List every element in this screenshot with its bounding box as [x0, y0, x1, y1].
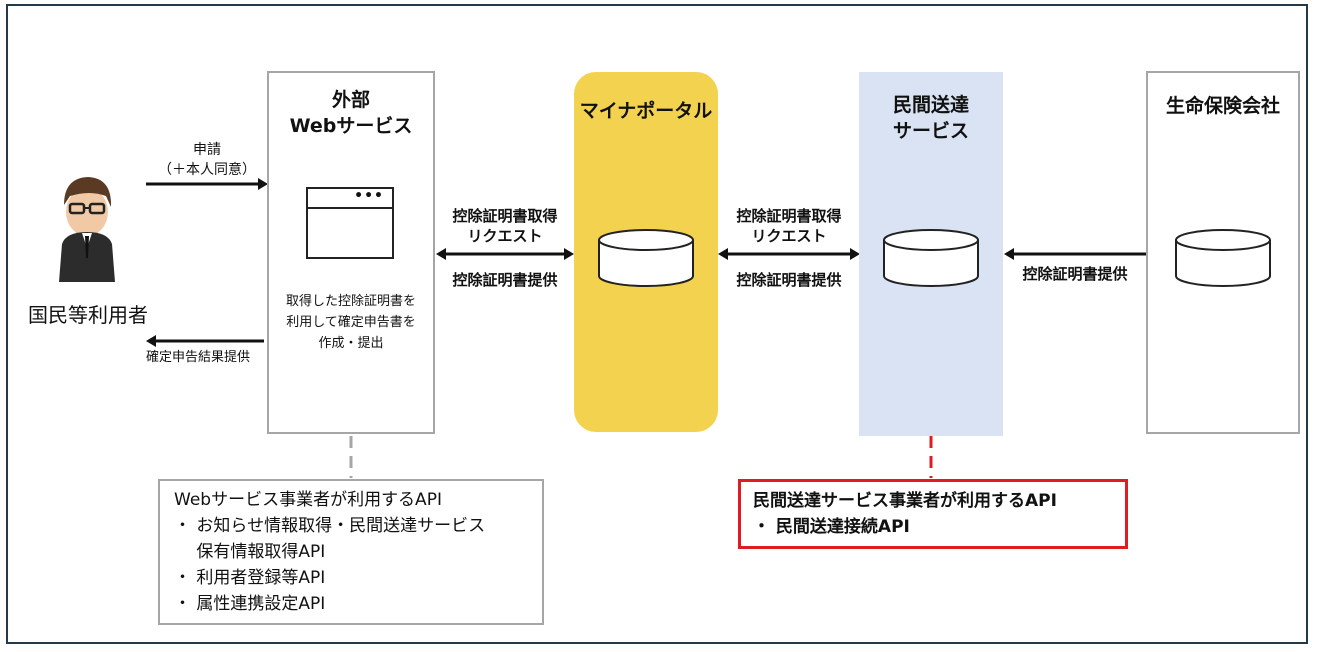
- mid-request-line1: 控除証明書取得: [736, 207, 842, 225]
- private-delivery-title-line2: サービス: [892, 120, 969, 142]
- web-api-note-item: 保有情報取得API: [174, 542, 326, 562]
- web-api-note-item: ・ 属性連携設定API: [174, 594, 326, 614]
- external-service-desc-line1: 取得した控除証明書を: [285, 294, 416, 309]
- private-database-icon: [883, 229, 979, 287]
- left-request-line2: リクエスト: [467, 227, 543, 245]
- external-service-desc-line2: 利用して確定申告書を: [286, 315, 416, 330]
- user-label: 国民等利用者: [28, 303, 148, 327]
- external-service-description: 取得した控除証明書を 利用して確定申告書を 作成・提出: [269, 291, 433, 354]
- mid-provide-label: 控除証明書提供: [736, 271, 842, 289]
- private-delivery-title-line1: 民間送達: [892, 94, 969, 116]
- private-delivery-api-note: 民間送達サービス事業者が利用するAPI ・ 民間送達接続API: [738, 479, 1128, 549]
- web-service-api-note: Webサービス事業者が利用するAPI ・ お知らせ情報取得・民間送達サービス 保…: [158, 479, 544, 625]
- external-web-service-box: 外部 Webサービス ••• 取得した控除証明書を 利用して確定申告書を 作成・…: [267, 71, 435, 434]
- right-arrow: [1004, 248, 1146, 260]
- left-request-line1: 控除証明書取得: [452, 207, 558, 225]
- myna-portal-box: マイナポータル: [574, 72, 718, 432]
- private-delivery-title: 民間送達 サービス: [859, 92, 1003, 144]
- insurer-database-icon: [1175, 229, 1271, 287]
- middle-double-arrow: [718, 248, 860, 260]
- myna-portal-title: マイナポータル: [579, 100, 713, 122]
- left-request-label: 控除証明書取得 リクエスト: [430, 206, 580, 246]
- mid-request-line2: リクエスト: [751, 227, 827, 245]
- left-double-arrow: [436, 248, 574, 260]
- browser-window-icon: •••: [306, 187, 394, 259]
- result-label: 確定申告結果提供: [145, 350, 250, 365]
- apply-label-line2: （＋本人同意）: [158, 162, 256, 178]
- life-insurer-box: 生命保険会社: [1146, 71, 1300, 434]
- portal-database-icon: [598, 229, 694, 287]
- apply-label-line1: 申請: [193, 142, 221, 158]
- apply-label: 申請 （＋本人同意）: [146, 140, 268, 180]
- life-insurer-title: 生命保険会社: [1165, 95, 1280, 117]
- external-service-desc-line3: 作成・提出: [318, 336, 384, 351]
- apply-arrow: [146, 178, 268, 190]
- web-api-note-item: ・ お知らせ情報取得・民間送達サービス: [174, 516, 486, 536]
- private-api-note-heading: 民間送達サービス事業者が利用するAPI: [753, 491, 1057, 511]
- external-service-title-line1: 外部: [331, 89, 370, 111]
- external-service-title: 外部 Webサービス: [269, 87, 433, 139]
- private-delivery-service-box: 民間送達 サービス: [859, 72, 1003, 436]
- person-icon: [59, 177, 115, 282]
- mid-request-label: 控除証明書取得 リクエスト: [714, 206, 864, 246]
- web-api-note-item: ・ 利用者登録等API: [174, 568, 326, 588]
- diagram-frame: [6, 4, 1308, 644]
- web-api-note-heading: Webサービス事業者が利用するAPI: [174, 490, 442, 510]
- private-api-note-item: ・ 民間送達接続API: [753, 517, 910, 537]
- result-arrow: [146, 335, 264, 347]
- left-provide-label: 控除証明書提供: [452, 271, 558, 289]
- right-provide-label: 控除証明書提供: [1022, 265, 1128, 283]
- external-service-title-line2: Webサービス: [289, 115, 413, 137]
